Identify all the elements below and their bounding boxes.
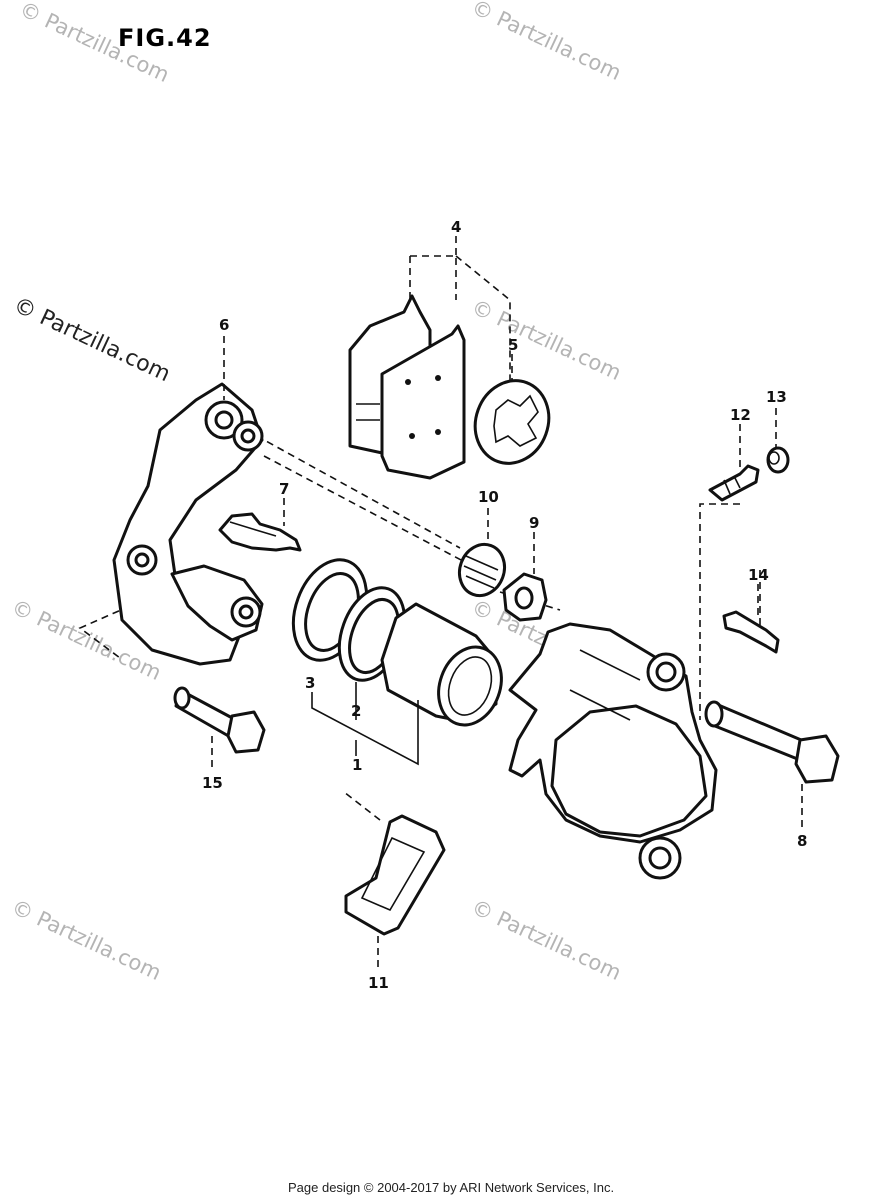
watermark: © Partzilla.com [468,0,625,85]
piston [380,602,503,727]
retaining-clip [722,610,780,654]
callout-15: 15 [202,774,223,792]
callout-9: 9 [529,514,539,532]
watermark: © Partzilla.com [8,895,165,985]
slide-pin-bolt [704,700,840,784]
pad-spring [218,512,302,552]
assembly-lines [78,255,761,821]
watermarks: © Partzilla.com © Partzilla.com © Partzi… [8,0,625,985]
callout-5: 5 [508,336,518,354]
footer-copyright: Page design © 2004-2017 by ARI Network S… [288,1180,614,1195]
callout-4: 4 [451,218,461,236]
callout-7: 7 [279,480,289,498]
leader-lines [211,236,803,972]
callout-3: 3 [305,674,315,692]
callout-6: 6 [219,316,229,334]
callout-14: 14 [748,566,769,584]
callout-1: 1 [352,756,362,774]
pin-boot [457,542,507,598]
caliper-body [508,622,718,880]
callout-2: 2 [351,702,361,720]
washer-plate [502,572,548,622]
watermark-dark: © Partzilla.com [9,293,173,387]
callouts: 1 2 3 4 5 6 7 8 9 10 11 12 13 14 15 [202,218,807,992]
pad-retainer [344,814,446,936]
watermark: © Partzilla.com [468,295,625,385]
callout-10: 10 [478,488,499,506]
watermark: © Partzilla.com [468,895,625,985]
callout-8: 8 [797,832,807,850]
caliper-bracket [112,382,264,666]
callout-13: 13 [766,388,787,406]
callout-11: 11 [368,974,389,992]
figure-title: FIG.42 [118,24,212,52]
bleeder-valve [708,464,760,502]
pad-shim [473,379,551,465]
callout-12: 12 [730,406,751,424]
bleeder-cap [766,446,790,474]
brake-pads [348,294,466,480]
mounting-bolt [173,686,266,754]
